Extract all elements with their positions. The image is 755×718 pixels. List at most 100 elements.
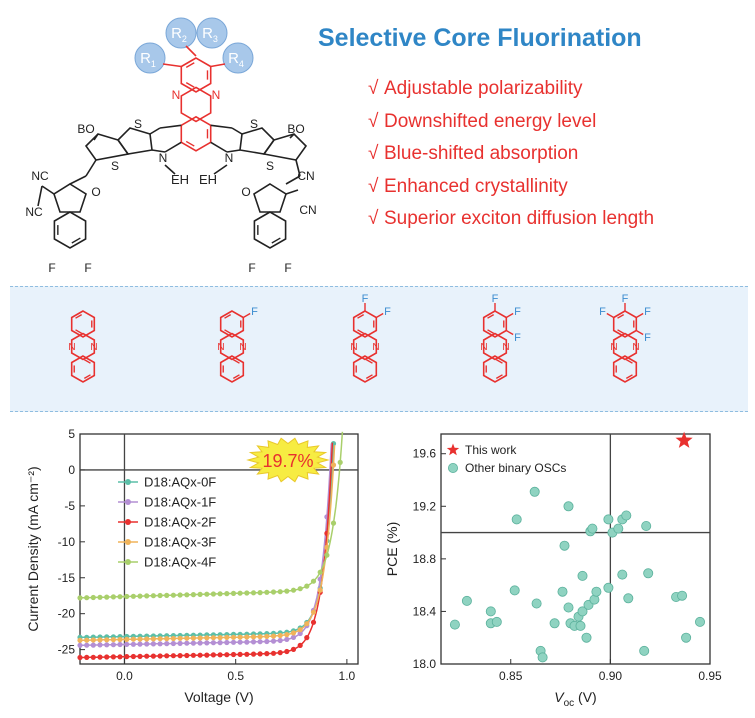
core-pyrazine-ring: [219, 332, 245, 361]
jv-point: [190, 592, 196, 598]
jv-point: [250, 590, 257, 596]
jv-point: [237, 639, 243, 645]
jv-point: [270, 633, 277, 639]
jv-point: [257, 634, 263, 640]
y-tick-label: -5: [64, 499, 75, 513]
fluorine-label: F: [251, 306, 258, 318]
legend-circle: [448, 463, 459, 474]
jv-point: [137, 636, 143, 642]
double-bond: [271, 237, 281, 244]
data-point: [639, 645, 650, 656]
cyano-label: CN: [297, 169, 314, 183]
jv-point: [277, 632, 283, 639]
oxygen-label: O: [241, 185, 250, 199]
jv-point: [84, 595, 90, 601]
data-point: [643, 568, 654, 579]
jv-point: [90, 594, 96, 601]
jv-point: [110, 642, 116, 648]
jv-point: [270, 589, 277, 595]
substituent-bubble: [196, 17, 228, 49]
cyano-bond: [285, 189, 299, 195]
data-point: [587, 523, 598, 534]
double-bond: [365, 359, 373, 364]
sulfur-label: S: [134, 117, 142, 131]
legend-label: D18:AQx-4F: [144, 555, 216, 570]
check-icon: √: [368, 208, 379, 229]
bond: [210, 124, 233, 129]
fluorine-label: F: [622, 293, 629, 305]
jv-point: [230, 651, 237, 658]
core-n-label: N: [212, 88, 221, 102]
y-axis-title: Current Density (mA cm⁻²): [25, 466, 41, 631]
jv-point: [117, 636, 123, 643]
jv-point: [324, 552, 330, 558]
jv-point: [264, 589, 270, 595]
jv-point: [277, 650, 283, 656]
core-pyrazine-ring: [352, 332, 378, 361]
jv-point: [177, 635, 183, 641]
jv-point: [110, 654, 116, 660]
data-point: [557, 586, 568, 597]
data-point: [529, 486, 540, 497]
jv-point: [304, 583, 310, 589]
jv-point: [197, 635, 203, 641]
jv-point: [130, 641, 136, 647]
benzo-ring: [180, 57, 212, 93]
y-tick-label: 5: [68, 427, 75, 441]
alkoxy-bond: [93, 133, 99, 141]
alkoxy-label: BO: [287, 122, 304, 136]
fluorine-label: F: [284, 261, 291, 275]
y-tick-label: 18.0: [413, 657, 437, 671]
jv-point: [230, 634, 237, 640]
jv-point: [290, 587, 297, 593]
x-tick-label: 1.0: [339, 669, 356, 683]
bond: [164, 141, 182, 153]
jv-point: [104, 642, 110, 648]
legend-label: D18:AQx-1F: [144, 495, 216, 510]
alkoxy-bond: [289, 133, 295, 139]
jv-point: [124, 593, 130, 600]
jv-point: [230, 590, 237, 596]
jv-point: [170, 640, 176, 647]
core-n-label: N: [480, 342, 487, 353]
fluorine-bond: [242, 312, 251, 319]
jv-point: [177, 640, 183, 646]
feature-text: Downshifted energy level: [384, 110, 597, 132]
jv-point: [170, 635, 176, 642]
jv-point: [257, 651, 263, 657]
jv-point: [90, 642, 96, 648]
jv-point: [304, 621, 310, 627]
vinyl-bond: [295, 159, 301, 177]
feature-text: Adjustable polarizability: [384, 78, 583, 99]
thiophene-ring: [239, 127, 276, 155]
core-n-label: N: [632, 342, 639, 353]
double-bond: [495, 374, 503, 379]
jv-point: [190, 652, 196, 658]
data-point: [531, 598, 542, 609]
core-n-label: N: [90, 342, 97, 353]
data-point: [603, 582, 614, 593]
jv-point: [104, 637, 110, 643]
double-bond: [617, 329, 625, 334]
jv-point: [124, 641, 130, 647]
jv-point: [264, 651, 270, 657]
core-n-label: N: [172, 88, 181, 102]
fluorine-label: F: [248, 261, 255, 275]
substituent-index: 3: [213, 34, 218, 44]
x-axis-title: Voc (V): [554, 689, 596, 709]
jv-point: [217, 640, 223, 646]
thiophene-ring: [84, 133, 130, 161]
feature-item: √Adjustable polarizability: [368, 76, 654, 109]
feature-text: Superior exciton diffusion length: [384, 208, 655, 229]
jv-point: [117, 641, 123, 648]
core-n-label: N: [502, 342, 509, 353]
cyano-bond: [41, 185, 55, 195]
jv-point: [177, 592, 183, 598]
cyano-label: NC: [31, 169, 49, 183]
substituent-index: 2: [182, 34, 187, 44]
plot-frame: [79, 433, 359, 665]
double-bond: [487, 314, 495, 319]
